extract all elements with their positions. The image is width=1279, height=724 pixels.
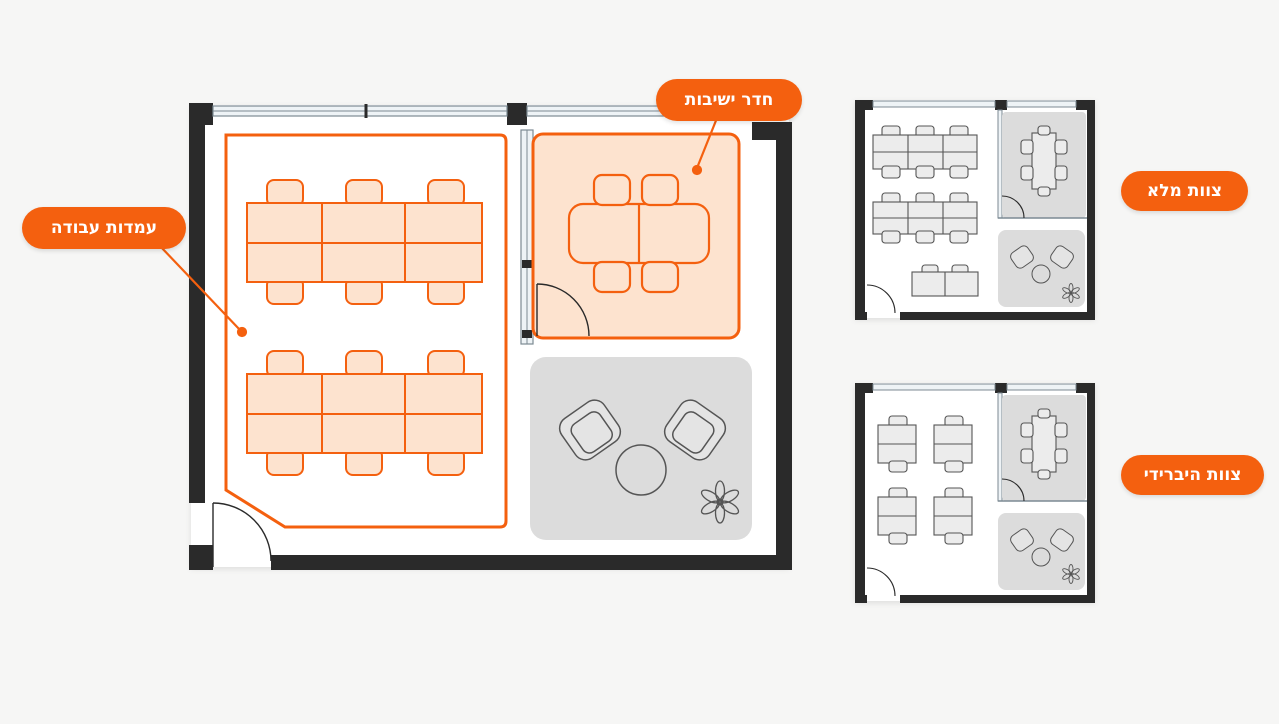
plant-icon: [1062, 564, 1080, 584]
work-stations-zone: [224, 133, 508, 529]
desk-block-2: [246, 350, 483, 476]
chair-icon: [592, 173, 680, 294]
meeting-table: [567, 173, 711, 294]
door-swing-icon: [536, 283, 590, 337]
round-table-icon: [615, 444, 667, 496]
glass-partition: [520, 129, 534, 345]
chair-icon: [266, 179, 465, 305]
window-icon: [872, 383, 1077, 391]
meeting-room-label: חדר ישיבות: [656, 79, 802, 121]
window-icon: [872, 100, 1077, 108]
chair-icon: [266, 350, 465, 476]
door-swing-icon: [866, 195, 1025, 314]
plant-icon: [700, 480, 740, 524]
armchair-icon: [558, 399, 727, 461]
plant-icon: [1062, 283, 1080, 303]
desk-block-1: [246, 179, 483, 305]
main-plan: [159, 103, 792, 570]
hybrid-team-plan: [855, 383, 1095, 603]
door-swing-icon: [866, 478, 1025, 597]
full-team-plan: [855, 100, 1095, 320]
callout-lines: [159, 117, 719, 338]
full-team-label: צוות מלא: [1121, 171, 1248, 211]
work-stations-label: עמדות עבודה: [22, 207, 186, 249]
door-swing-icon: [212, 502, 272, 567]
hybrid-team-label: צוות היברידי: [1121, 455, 1264, 495]
main-walls: [189, 103, 792, 570]
lounge-area: [530, 357, 752, 540]
window-icon: [212, 104, 753, 118]
